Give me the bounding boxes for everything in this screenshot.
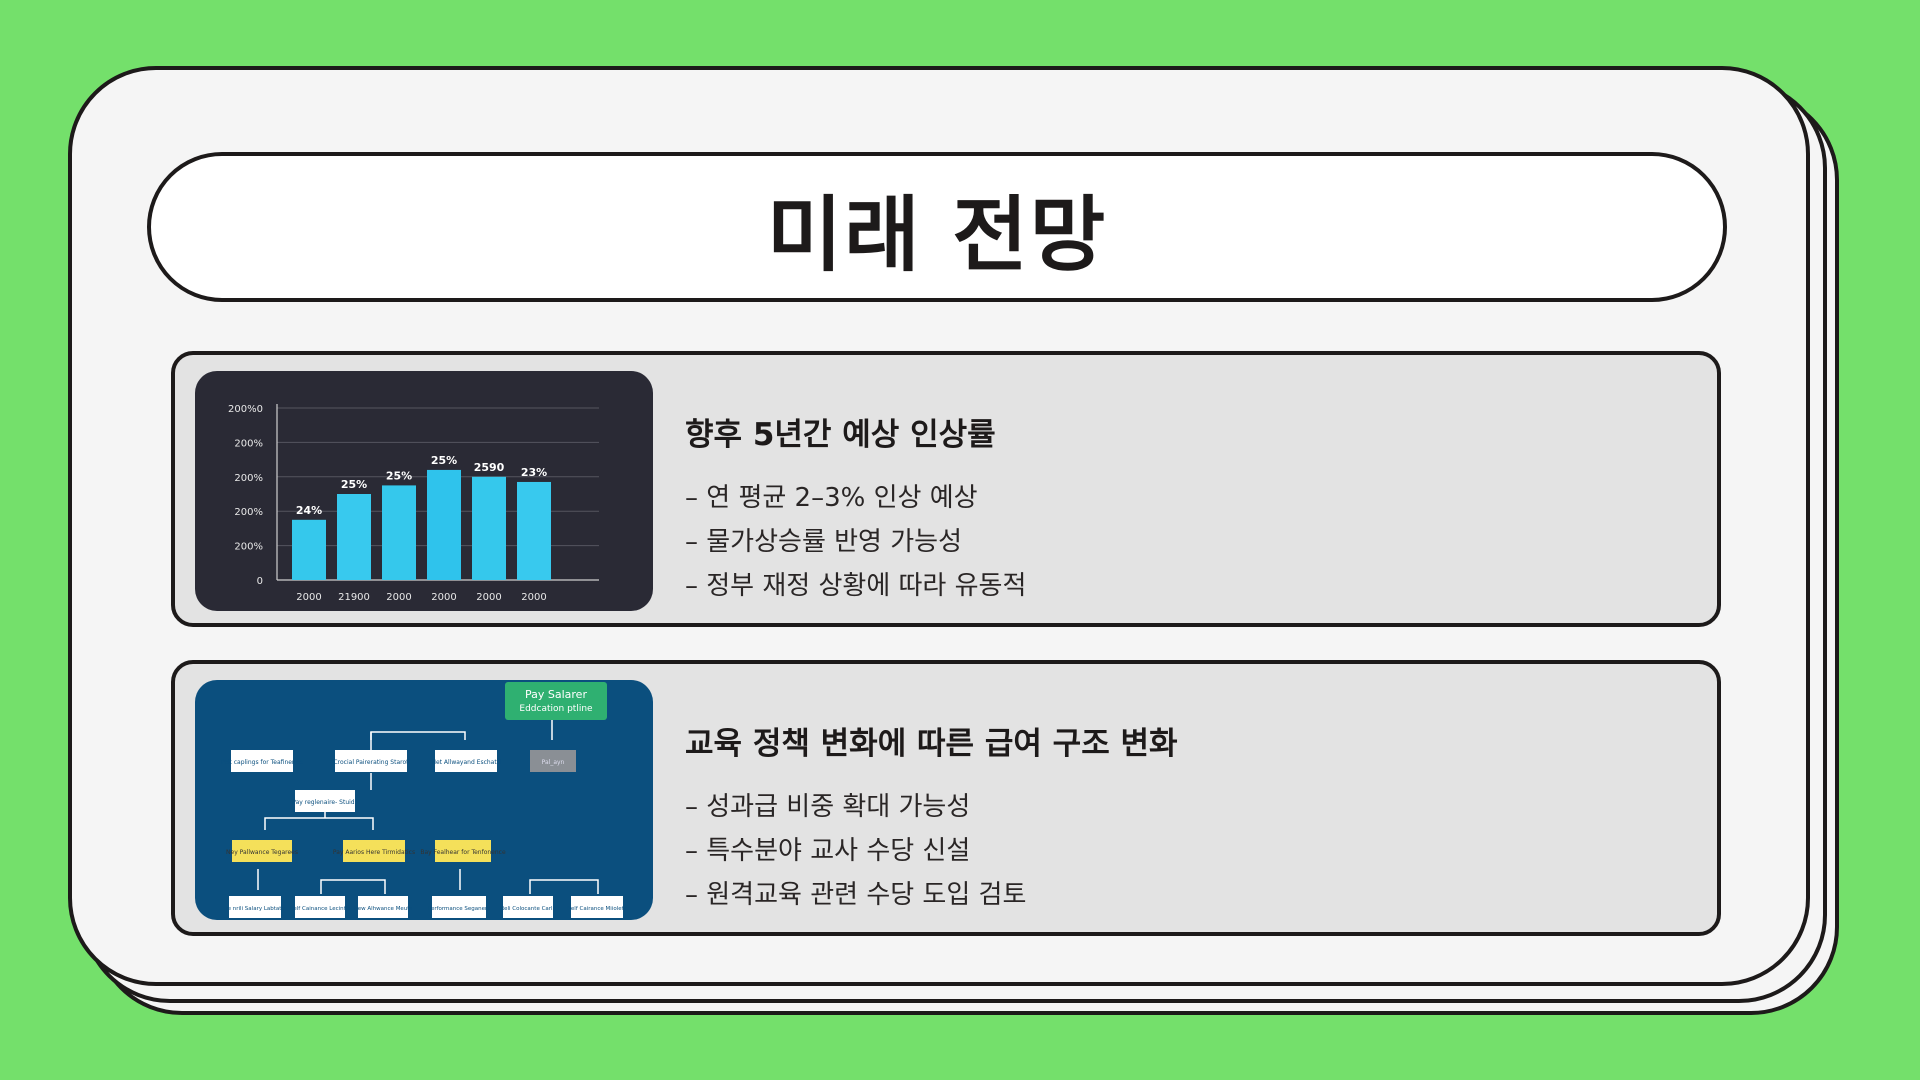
flow-box-label: Performance Seganers <box>428 906 490 912</box>
chart-bar <box>337 494 371 580</box>
y-tick-label: 200% <box>234 473 263 484</box>
chart-bar <box>427 469 461 580</box>
y-tick-label: 0 <box>257 576 263 587</box>
flow-box-label: Pal_ayn <box>542 759 565 766</box>
flow-box-label: Relf Cainance Lecintis <box>290 906 350 912</box>
flow-box-label: Bay Fealhear for Tenfonence <box>420 849 506 856</box>
flow-box-label: Pay reglenaire- Stuids <box>292 799 358 806</box>
flow-box <box>530 750 576 772</box>
flow-box <box>432 896 486 918</box>
y-tick-label: 200% <box>234 507 263 518</box>
title-banner: 미래 전망 <box>147 152 1727 302</box>
bar-data-label: 25% <box>431 454 457 467</box>
flow-box <box>358 896 408 918</box>
flow-box <box>229 896 281 918</box>
forecast-text: 향후 5년간 예상 인상률 – 연 평균 2–3% 인상 예상 – 물가상승률 … <box>685 409 1697 608</box>
bullet-item: – 물가상승률 반영 가능성 <box>685 527 962 557</box>
flow-top-subtitle: Eddcation ptline <box>519 704 593 714</box>
policy-text: 교육 정책 변화에 따른 급여 구조 변화 – 성과급 비중 확대 가능성 – … <box>685 718 1697 917</box>
flow-box <box>435 840 491 862</box>
flow-box-label: New Alhwance Meuts <box>354 906 413 912</box>
policy-card: Pay Salarer Eddcation ptline Pek capling… <box>171 660 1721 936</box>
flow-top-box <box>505 682 607 720</box>
bullet-item: – 특수분야 교사 수당 신설 <box>685 836 971 866</box>
bullet-item: – 성과급 비중 확대 가능성 <box>685 792 971 822</box>
flow-box-label: Reli Colocante Carls <box>501 906 556 912</box>
bullet-list: – 연 평균 2–3% 인상 예상 – 물가상승률 반영 가능성 – 정부 재정… <box>685 476 1697 608</box>
x-tick-label: 2000 <box>431 592 456 603</box>
chart-bar <box>472 476 506 580</box>
y-tick-label: 200% <box>234 542 263 553</box>
flow-box-label: Crocial Pairerating Starot <box>333 759 409 766</box>
bar-data-label: 2590 <box>474 461 505 474</box>
bar-chart-image: 0 200% 200% 200% 200% 200%0 24% 2000 25% 21900 25%… <box>195 371 653 611</box>
bullet-item: – 정부 재정 상황에 따라 유동적 <box>685 571 1027 601</box>
chart-bar <box>292 519 326 580</box>
flow-box <box>571 896 623 918</box>
chart-bar <box>382 485 416 580</box>
x-tick-label: 2000 <box>476 592 501 603</box>
flow-box <box>232 840 292 862</box>
flow-box <box>295 790 355 812</box>
flow-box-label: Pek caplings for Teafinence <box>221 759 303 766</box>
flow-top-title: Pay Salarer <box>525 688 587 701</box>
forecast-card: 0 200% 200% 200% 200% 200%0 24% 2000 25% 21900 25%… <box>171 351 1721 627</box>
x-tick-label: 2000 <box>386 592 411 603</box>
flow-box <box>503 896 553 918</box>
flow-box <box>295 896 345 918</box>
chart-background <box>195 371 653 611</box>
x-tick-label: 2000 <box>296 592 321 603</box>
flow-box-label: Te nrili Salary Labtate <box>224 906 285 912</box>
bar-data-label: 23% <box>521 466 547 479</box>
page-title: 미래 전망 <box>766 187 1108 283</box>
x-tick-label: 21900 <box>338 592 370 603</box>
bullet-item: – 원격교육 관련 수당 도입 검토 <box>685 880 1027 910</box>
flow-box <box>343 840 405 862</box>
flow-box <box>435 750 497 772</box>
card-heading: 향후 5년간 예상 인상률 <box>685 417 996 453</box>
card-heading: 교육 정책 변화에 따른 급여 구조 변화 <box>685 726 1178 762</box>
y-tick-label: 200%0 <box>228 404 263 415</box>
flow-box <box>231 750 293 772</box>
flow-box-label: Relf Cairance Miiolets <box>567 906 626 912</box>
flow-box-label: Pay Aarios Here Tirmidatics <box>333 849 415 856</box>
bar-data-label: 24% <box>296 504 322 517</box>
flow-box <box>335 750 407 772</box>
y-tick-label: 200% <box>234 438 263 449</box>
flowchart-connectors <box>257 720 599 894</box>
bar-data-label: 25% <box>341 478 367 491</box>
bullet-item: – 연 평균 2–3% 인상 예상 <box>685 483 978 513</box>
flow-box-label: Ney Pallwance Tegarees <box>226 849 298 856</box>
flow-box-label: Net Allwayand Eschatd <box>431 759 500 766</box>
flowchart-image: Pay Salarer Eddcation ptline Pek capling… <box>195 680 653 920</box>
x-tick-label: 2000 <box>521 592 546 603</box>
flowchart: Pay Salarer Eddcation ptline Pek capling… <box>195 680 653 920</box>
chart-bar <box>517 481 551 580</box>
bar-chart: 0 200% 200% 200% 200% 200%0 24% 2000 25% 21900 25%… <box>195 371 653 611</box>
bullet-list: – 성과급 비중 확대 가능성 – 특수분야 교사 수당 신설 – 원격교육 관… <box>685 785 1697 917</box>
bar-data-label: 25% <box>386 469 412 482</box>
